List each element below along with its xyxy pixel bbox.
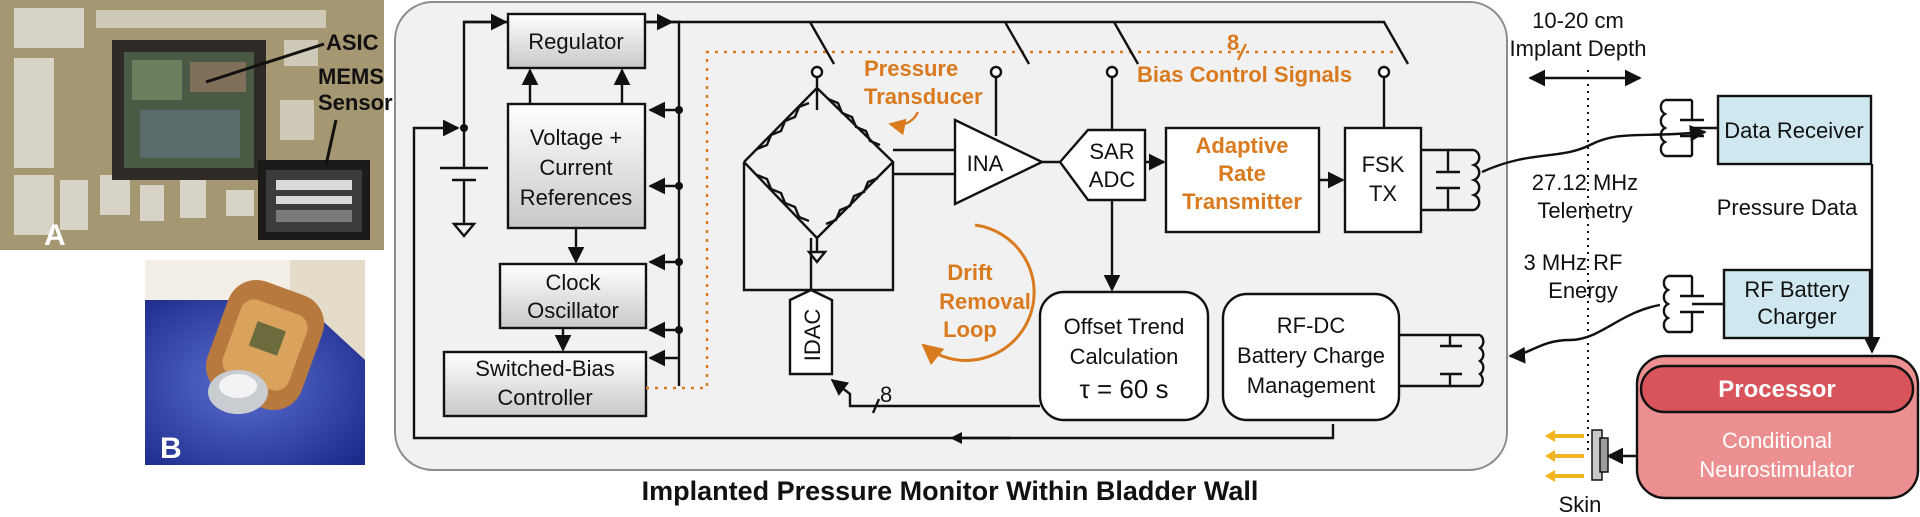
charge-return — [412, 119, 1335, 440]
clock-line-2: Oscillator — [527, 298, 619, 323]
rx-coil-icon — [1399, 333, 1485, 388]
references-line-1: Voltage + — [530, 125, 622, 150]
idac-block — [788, 288, 834, 376]
rf-energy-line-1: 3 MHz RF — [1524, 250, 1623, 275]
rf-energy-wave — [1508, 303, 1661, 364]
sar-adc-line-1: SAR — [1089, 139, 1134, 164]
offset-trend-line-2: Calculation — [1070, 344, 1179, 369]
adaptive-rate-tx-block — [1164, 126, 1321, 234]
telemetry-wave — [1481, 125, 1707, 174]
drift-loop-line-2: Removal — [939, 289, 1031, 314]
asic-label: ASIC — [326, 30, 379, 55]
data-receiver-label: Data Receiver — [1724, 118, 1863, 143]
main-caption: Implanted Pressure Monitor Within Bladde… — [642, 476, 1259, 506]
clock-oscillator-block — [498, 262, 648, 330]
bias-control-label: Bias Control Signals — [1137, 62, 1352, 87]
pressure-transducer-line-2: Transducer — [864, 84, 983, 109]
ina-amplifier — [953, 118, 1045, 206]
drift-loop-arrow — [921, 223, 1036, 366]
sar-adc-line-2: ADC — [1089, 167, 1136, 192]
processor-label: Processor — [1718, 376, 1835, 403]
drift-loop-line-1: Drift — [947, 260, 993, 285]
adaptive-tx-line-3: Transmitter — [1182, 189, 1302, 214]
switched-bias-block — [442, 350, 648, 418]
idac-bus-count: 8 — [880, 382, 892, 407]
switched-bias-line-2: Controller — [497, 385, 592, 410]
drift-loop-line-3: Loop — [943, 317, 997, 342]
sar-adc-block — [1058, 128, 1147, 202]
bias-bus-count: 8 — [1227, 30, 1239, 55]
fsk-line-1: FSK — [1362, 152, 1405, 177]
panel-a-label: A — [44, 219, 66, 252]
skin-label: Skin — [1559, 492, 1602, 517]
rf-dc-block — [1221, 292, 1401, 422]
idac-feedback — [830, 378, 1040, 408]
offset-trend-line-1: Offset Trend — [1064, 314, 1185, 339]
adaptive-tx-line-2: Rate — [1218, 161, 1266, 186]
rf-dc-line-3: Management — [1247, 373, 1375, 398]
neurostimulator-line-1: Conditional — [1722, 428, 1832, 453]
fsk-tx-block — [1343, 126, 1423, 234]
mems-label-line-2: Sensor — [318, 90, 393, 115]
panel-b-label: B — [160, 432, 182, 465]
battery-icon — [440, 128, 488, 238]
offset-trend-line-3: τ = 60 s — [1079, 374, 1168, 404]
pressure-data-label: Pressure Data — [1717, 195, 1858, 220]
clock-line-1: Clock — [545, 270, 601, 295]
fsk-line-2: TX — [1369, 181, 1397, 206]
rf-charger-line-2: Charger — [1757, 304, 1836, 329]
telemetry-line-2: Telemetry — [1537, 198, 1632, 223]
regulator-block — [506, 12, 647, 70]
rf-dc-line-1: RF-DC — [1277, 313, 1346, 338]
references-line-3: References — [520, 185, 633, 210]
idac-label: IDAC — [800, 309, 825, 362]
telemetry-line-1: 27.12 MHz — [1532, 170, 1638, 195]
electrode-icon — [1545, 429, 1609, 482]
regulator-label: Regulator — [528, 29, 623, 54]
pressure-transducer-bridge — [742, 86, 895, 292]
rf-energy-line-2: Energy — [1548, 278, 1618, 303]
rf-charger-block — [1722, 268, 1872, 340]
offset-trend-block — [1038, 290, 1210, 422]
data-receiver-block — [1716, 94, 1873, 166]
ina-label: INA — [967, 151, 1004, 176]
neurostimulator-line-2: Neurostimulator — [1699, 457, 1854, 482]
references-block — [506, 102, 647, 230]
bias-control-path — [646, 50, 1394, 390]
implant-depth-line-1: 10-20 cm — [1532, 8, 1624, 33]
photo-a — [0, 0, 384, 250]
rf-dc-line-2: Battery Charge — [1237, 343, 1385, 368]
processor-block — [1639, 364, 1915, 414]
implant-depth-line-2: Implant Depth — [1510, 36, 1647, 61]
photo-b — [145, 260, 365, 465]
tx-coil-icon — [1421, 148, 1481, 212]
mems-label-line-1: MEMS — [318, 64, 384, 89]
charger-coil-icon — [1662, 274, 1724, 334]
switches — [808, 21, 1410, 136]
rf-charger-line-1: RF Battery — [1744, 277, 1849, 302]
pressure-transducer-line-1: Pressure — [864, 56, 958, 81]
adaptive-tx-line-1: Adaptive — [1196, 133, 1289, 158]
switched-bias-line-1: Switched-Bias — [475, 356, 614, 381]
receiver-coil-icon — [1659, 98, 1718, 158]
references-line-2: Current — [539, 155, 612, 180]
